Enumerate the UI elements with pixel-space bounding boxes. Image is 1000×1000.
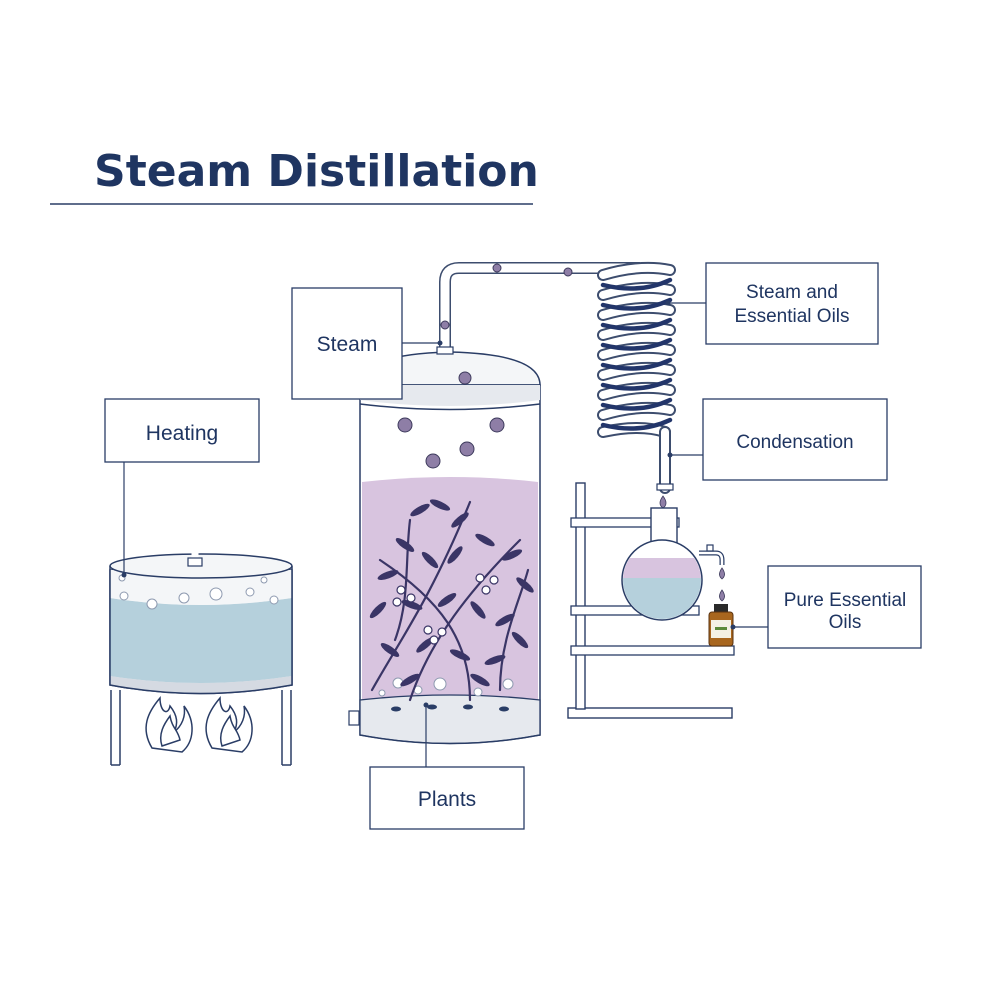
steam-pipe [187, 474, 360, 726]
svg-text:Steam and: Steam and [746, 282, 838, 303]
svg-text:Heating: Heating [146, 422, 218, 445]
label-heating: Heating [104, 398, 260, 578]
svg-text:Condensation: Condensation [736, 432, 853, 453]
bubble-icon [397, 371, 505, 469]
label-condensation: Condensation [667, 398, 888, 481]
distillation-column [359, 351, 541, 745]
label-plants: Plants [369, 702, 525, 830]
boiler [109, 553, 293, 766]
svg-text:Oils: Oils [829, 612, 862, 633]
flame-icon [145, 695, 193, 753]
collection-flask [621, 507, 725, 621]
oil-bottle-icon [708, 604, 734, 647]
condenser-coil [597, 261, 676, 494]
label-steam-essential-oils: Steam and Essential Oils [665, 262, 879, 345]
svg-text:Steam: Steam [317, 333, 378, 356]
svg-text:Essential Oils: Essential Oils [734, 306, 849, 327]
plant-leaves [369, 499, 534, 687]
page-title: Steam Distillation [94, 146, 539, 197]
faucet-icon [699, 544, 725, 565]
svg-text:Plants: Plants [418, 788, 476, 811]
flame-icon [205, 695, 253, 753]
label-pure-essential-oils: Pure Essential Oils [730, 565, 922, 649]
svg-text:Pure Essential: Pure Essential [784, 590, 907, 611]
boiler-bubbles [118, 574, 279, 610]
label-steam: Steam [291, 287, 443, 400]
